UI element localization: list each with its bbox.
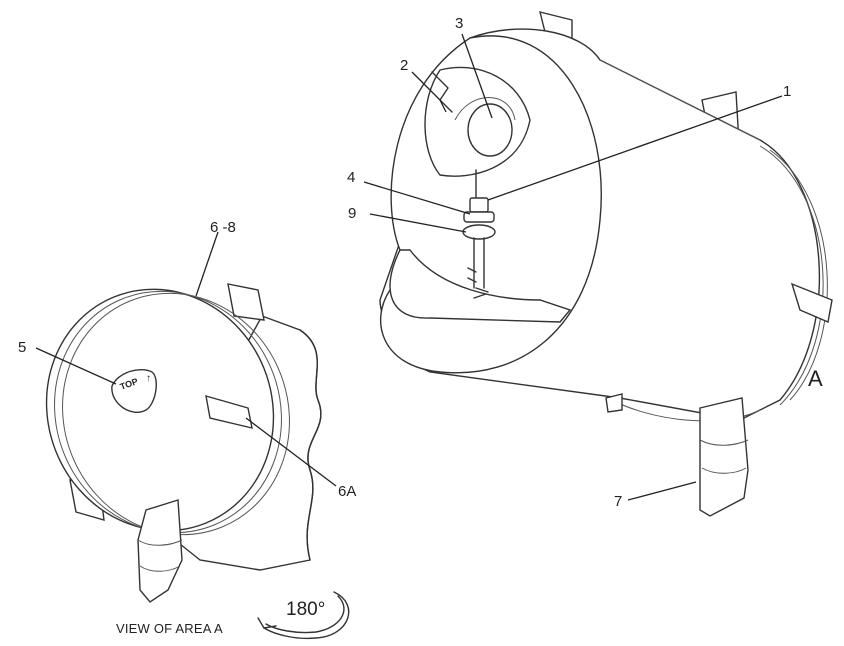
area-a-label: A [808, 366, 823, 391]
callout-1: 1 [783, 83, 792, 100]
callout-6-8: 6 -8 [210, 219, 236, 236]
callout-7: 7 [614, 493, 623, 510]
rotation-arrow-180 [257, 591, 350, 640]
area-a-view [45, 283, 322, 603]
leader-lines [35, 33, 783, 501]
main-air-cleaner [379, 11, 833, 517]
callout-2: 2 [400, 57, 409, 74]
rotation-label: 180° [286, 599, 326, 620]
callout-3: 3 [455, 15, 464, 32]
callout-5: 5 [18, 339, 27, 356]
top-plate-arrow: ↑ [146, 373, 151, 384]
callout-9: 9 [348, 205, 357, 222]
view-caption: VIEW OF AREA A [116, 621, 223, 636]
callout-4: 4 [347, 169, 356, 186]
callout-6a: 6A [338, 483, 357, 500]
